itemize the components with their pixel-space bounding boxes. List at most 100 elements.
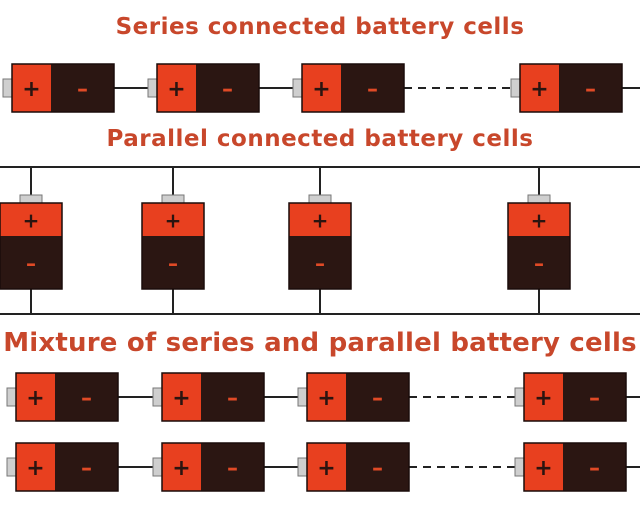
positive-terminal xyxy=(6,457,17,477)
battery-cell: +– xyxy=(514,442,627,492)
positive-half xyxy=(520,64,559,112)
negative-sign: – xyxy=(168,252,178,276)
positive-terminal xyxy=(152,387,163,407)
positive-half xyxy=(289,203,351,236)
positive-sign: + xyxy=(317,456,335,481)
negative-half xyxy=(563,373,626,421)
battery-cell: +– xyxy=(147,63,260,113)
positive-sign: + xyxy=(534,386,552,411)
series-title: Series connected battery cells xyxy=(115,14,525,40)
cell-outline xyxy=(0,202,63,290)
battery-cell: +– xyxy=(514,372,627,422)
negative-sign: – xyxy=(81,386,92,411)
positive-half xyxy=(524,443,563,491)
positive-terminal xyxy=(2,78,13,98)
battery-cell: +– xyxy=(152,442,265,492)
battery-cell: +– xyxy=(0,194,63,290)
positive-sign: + xyxy=(172,456,190,481)
positive-terminal xyxy=(161,194,185,204)
battery-cell: +– xyxy=(297,372,410,422)
negative-half xyxy=(51,64,114,112)
positive-terminal xyxy=(152,457,163,477)
battery-cell: +– xyxy=(288,194,352,290)
battery-cell: +– xyxy=(6,372,119,422)
positive-half xyxy=(302,64,341,112)
negative-sign: – xyxy=(26,252,36,276)
positive-sign: + xyxy=(530,77,548,102)
positive-sign: + xyxy=(534,456,552,481)
negative-sign: – xyxy=(315,252,325,276)
negative-half xyxy=(563,443,626,491)
negative-half xyxy=(55,443,118,491)
positive-sign: + xyxy=(317,386,335,411)
positive-half xyxy=(0,203,62,236)
cell-outline xyxy=(507,202,571,290)
battery-cell: +– xyxy=(297,442,410,492)
positive-half xyxy=(307,373,346,421)
negative-sign: – xyxy=(534,252,544,276)
negative-sign: – xyxy=(372,386,383,411)
negative-half xyxy=(508,236,570,289)
cell-outline xyxy=(161,442,265,492)
negative-half xyxy=(346,443,409,491)
positive-terminal xyxy=(514,387,525,407)
negative-sign: – xyxy=(227,456,238,481)
positive-half xyxy=(524,373,563,421)
positive-sign: + xyxy=(167,77,185,102)
negative-half xyxy=(196,64,259,112)
negative-sign: – xyxy=(585,77,596,102)
positive-half xyxy=(157,64,196,112)
cell-outline xyxy=(306,372,410,422)
positive-sign: + xyxy=(26,386,44,411)
cell-outline xyxy=(11,63,115,113)
battery-cell: +– xyxy=(2,63,115,113)
positive-terminal xyxy=(514,457,525,477)
negative-sign: – xyxy=(77,77,88,102)
negative-sign: – xyxy=(367,77,378,102)
battery-cell: +– xyxy=(292,63,405,113)
positive-half xyxy=(16,373,55,421)
positive-terminal xyxy=(297,457,308,477)
battery-cell: +– xyxy=(510,63,623,113)
negative-half xyxy=(559,64,622,112)
cell-outline xyxy=(288,202,352,290)
cell-outline xyxy=(161,372,265,422)
parallel-title: Parallel connected battery cells xyxy=(106,126,534,152)
positive-terminal xyxy=(308,194,332,204)
positive-half xyxy=(307,443,346,491)
cell-outline xyxy=(15,372,119,422)
negative-half xyxy=(0,236,62,289)
negative-sign: – xyxy=(372,456,383,481)
positive-terminal xyxy=(6,387,17,407)
negative-sign: – xyxy=(227,386,238,411)
cell-outline xyxy=(15,442,119,492)
negative-sign: – xyxy=(81,456,92,481)
negative-half xyxy=(341,64,404,112)
positive-half xyxy=(16,443,55,491)
cell-outline xyxy=(523,442,627,492)
negative-half xyxy=(55,373,118,421)
negative-sign: – xyxy=(589,386,600,411)
positive-terminal xyxy=(527,194,551,204)
positive-sign: + xyxy=(312,209,329,233)
battery-cell: +– xyxy=(6,442,119,492)
positive-sign: + xyxy=(312,77,330,102)
positive-half xyxy=(12,64,51,112)
cell-outline xyxy=(306,442,410,492)
battery-cell: +– xyxy=(152,372,265,422)
negative-half xyxy=(346,373,409,421)
positive-sign: + xyxy=(22,77,40,102)
positive-sign: + xyxy=(23,209,40,233)
mixture-title: Mixture of series and parallel battery c… xyxy=(3,328,637,358)
positive-half xyxy=(142,203,204,236)
battery-cell: +– xyxy=(141,194,205,290)
cell-outline xyxy=(301,63,405,113)
cell-outline xyxy=(519,63,623,113)
positive-terminal xyxy=(510,78,521,98)
battery-cell: +– xyxy=(507,194,571,290)
negative-half xyxy=(201,443,264,491)
positive-sign: + xyxy=(531,209,548,233)
cell-outline xyxy=(141,202,205,290)
negative-half xyxy=(201,373,264,421)
